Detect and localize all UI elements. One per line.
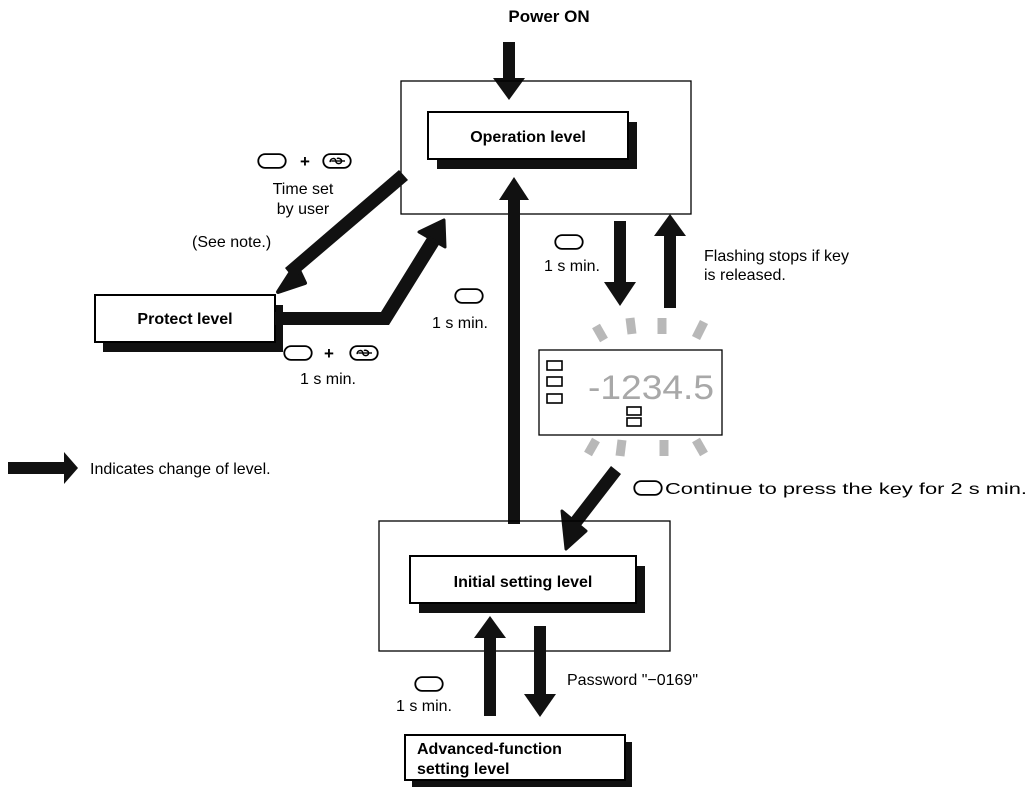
display-indicator: [546, 376, 563, 387]
legend-arrow-icon: [8, 452, 78, 484]
level-key-icon: [257, 153, 287, 169]
initial-level-box: Initial setting level: [409, 555, 645, 613]
to-protect-time-line2: by user: [277, 201, 330, 218]
to-protect-time-line1: Time set: [273, 181, 334, 198]
level-key-icon: [633, 480, 663, 496]
flashing-rays: [584, 317, 709, 457]
see-note-text: (See note.): [192, 234, 271, 251]
protect-level-box: Protect level: [94, 294, 283, 352]
to-protect-plus: +: [300, 152, 310, 171]
password-text: Password "−0169": [567, 672, 698, 689]
display-indicator: [626, 417, 642, 427]
initial-level-frame: [378, 520, 671, 652]
legend-text: Indicates change of level.: [90, 461, 271, 478]
continue-press-text: Continue to press the key for 2 s min.: [665, 481, 1027, 498]
display-indicator: [546, 393, 563, 404]
operation-to-display-time: 1 s min.: [544, 258, 600, 275]
power-on-arrow: [493, 42, 525, 100]
operation-to-display-arrow: [604, 221, 636, 306]
display-panel: -1234.5: [538, 349, 723, 436]
operation-to-protect-arrow: [276, 170, 408, 294]
display-indicator: [546, 360, 563, 371]
from-protect-plus: +: [324, 344, 334, 363]
advanced-level-label-line1: Advanced-function: [417, 741, 562, 758]
initial-level-label: Initial setting level: [454, 574, 593, 591]
advanced-level-label-line2: setting level: [417, 761, 509, 778]
power-on-label: Power ON: [508, 7, 589, 26]
level-key-icon: [554, 234, 584, 250]
mode-key-icon: [322, 153, 352, 169]
flashing-note-line2: is released.: [704, 267, 786, 284]
initial-to-operation-arrow: [499, 177, 529, 524]
display-to-initial-arrow: [560, 466, 621, 551]
flashing-note-line1: Flashing stops if key: [704, 248, 849, 265]
operation-level-frame: [400, 80, 692, 215]
level-key-icon: [283, 345, 313, 361]
operation-level-box: Operation level: [427, 111, 637, 169]
display-to-operation-arrow: [654, 214, 686, 308]
advanced-level-box: Advanced-function setting level: [404, 734, 632, 787]
advanced-to-initial-time: 1 s min.: [396, 698, 452, 715]
display-value: -1234.5: [588, 369, 714, 407]
from-protect-time: 1 s min.: [300, 371, 356, 388]
mode-key-icon: [349, 345, 379, 361]
initial-to-advanced-arrow: [524, 626, 556, 717]
display-indicator: [626, 406, 642, 416]
level-key-icon: [414, 676, 444, 692]
initial-to-operation-time: 1 s min.: [432, 315, 488, 332]
level-key-icon: [454, 288, 484, 304]
protect-to-operation-arrow: [275, 218, 447, 325]
advanced-to-initial-arrow: [474, 616, 506, 716]
operation-level-label: Operation level: [470, 129, 586, 146]
protect-level-label: Protect level: [137, 311, 232, 328]
